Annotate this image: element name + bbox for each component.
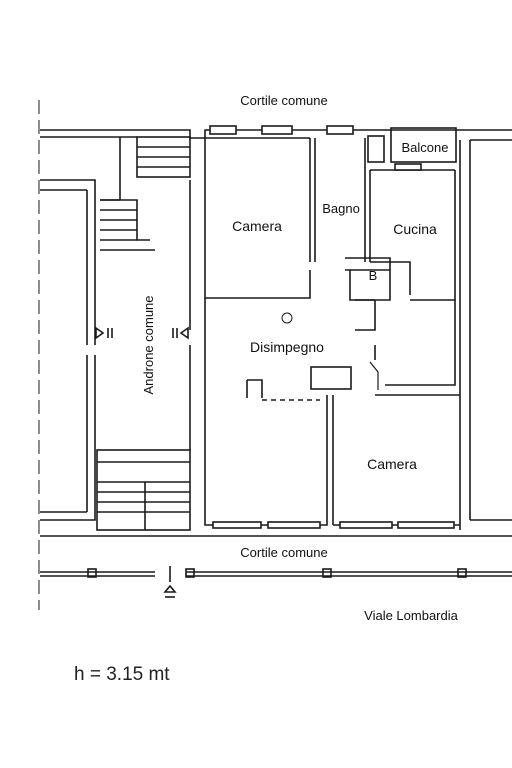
label-cortile-top: Cortile comune: [240, 93, 327, 108]
label-camera-top: Camera: [232, 218, 282, 234]
label-balcone: Balcone: [402, 140, 449, 155]
label-camera-bottom: Camera: [367, 456, 417, 472]
ceiling-height-caption: h = 3.15 mt: [74, 664, 170, 685]
label-cucina: Cucina: [393, 221, 437, 237]
room-labels: Cortile comune Balcone Camera Bagno Cuci…: [141, 93, 459, 623]
walls: [38, 100, 512, 610]
label-cortile-bottom: Cortile comune: [240, 545, 327, 560]
label-bagno: Bagno: [322, 201, 360, 216]
label-b: B: [369, 268, 378, 283]
label-androne: Androne comune: [141, 295, 156, 394]
label-disimpegno: Disimpegno: [250, 339, 324, 355]
label-viale: Viale Lombardia: [364, 608, 458, 623]
